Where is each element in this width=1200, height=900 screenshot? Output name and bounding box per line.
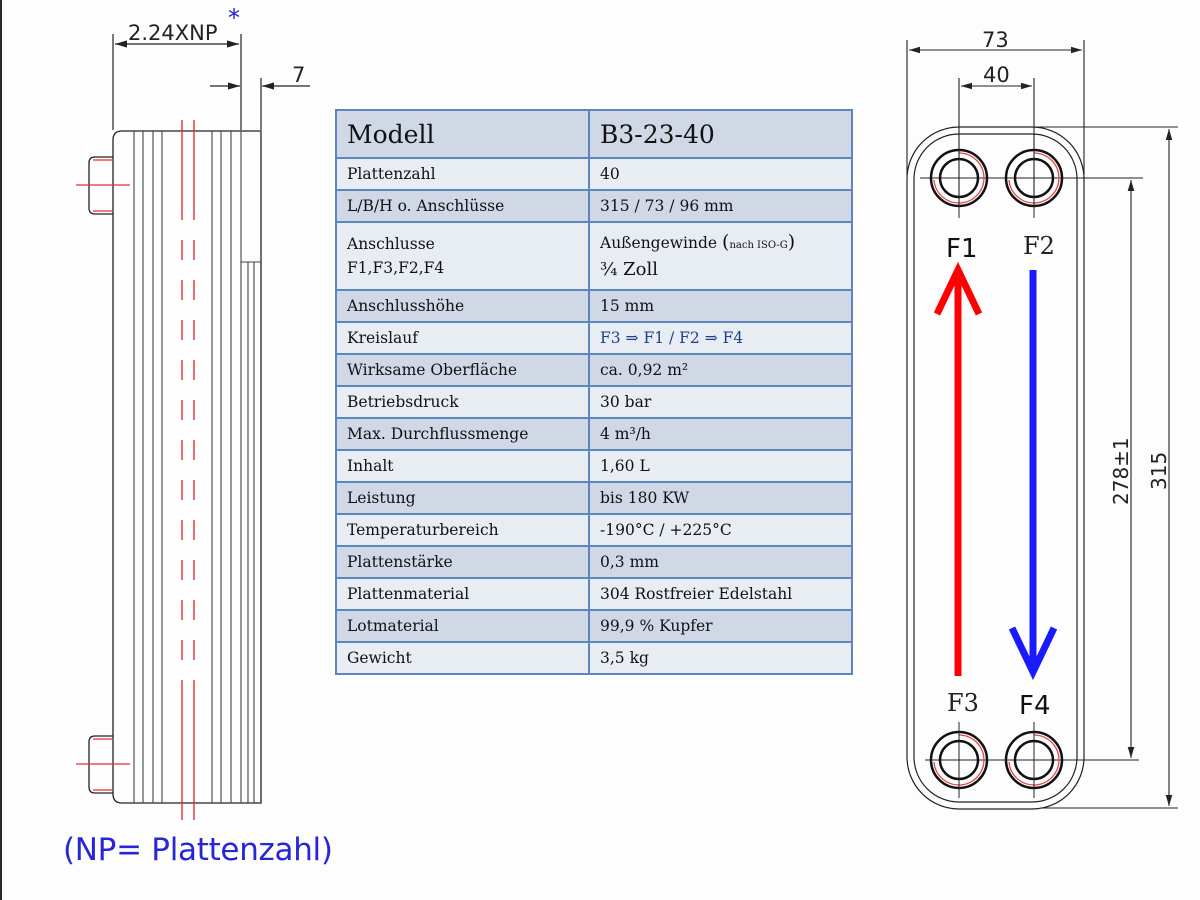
port-label-f1: F1 — [946, 234, 978, 264]
row-key: Max. Durchflussmenge — [335, 417, 590, 451]
row-value: 304 Rostfreier Edelstahl — [588, 577, 853, 611]
port-f2 — [1004, 138, 1064, 218]
row-key: Plattenstärke — [335, 545, 590, 579]
row-value: ca. 0,92 m² — [588, 353, 853, 387]
dim-label-offset: 7 — [292, 63, 305, 87]
row-key: Plattenmaterial — [335, 577, 590, 611]
cold-flow-arrow — [1008, 270, 1058, 681]
row-key: Kreislauf — [335, 321, 590, 355]
dim-label-73: 73 — [982, 28, 1009, 52]
hot-flow-arrow — [933, 261, 983, 676]
port-label-f4: F4 — [1019, 691, 1051, 721]
row-key: L/B/H o. Anschlüsse — [335, 189, 590, 223]
dim-label-40: 40 — [983, 63, 1010, 87]
row-value: -190°C / +225°C — [588, 513, 853, 547]
port-f3 — [929, 722, 989, 798]
row-value: 1,60 L — [588, 449, 853, 483]
port-f1 — [929, 138, 989, 218]
table-row: Anschlusshöhe 15 mm — [335, 289, 853, 323]
row-value: 15 mm — [588, 289, 853, 323]
spec-table: Modell B3-23-40 Plattenzahl 40 L/B/H o. … — [335, 109, 853, 675]
window-edge — [0, 0, 2, 900]
dim-label-278: 278±1 — [1109, 437, 1133, 505]
table-row: Max. Durchflussmenge 4 m³/h — [335, 417, 853, 451]
table-row: Leistung bis 180 KW — [335, 481, 853, 515]
np-footnote: (NP= Plattenzahl) — [63, 832, 333, 868]
dim-label-width: 2.24XNP — [128, 21, 218, 45]
table-header-row: Modell B3-23-40 — [335, 109, 853, 159]
port-label-f3: F3 — [947, 689, 979, 717]
row-key-line2: F1,F3,F2,F4 — [347, 259, 445, 277]
asterisk-mark: * — [228, 4, 240, 32]
row-value-small: nach ISO-G — [729, 240, 788, 251]
row-value-line2: ¾ Zoll — [600, 259, 659, 280]
row-value: bis 180 KW — [588, 481, 853, 515]
plate-lines — [133, 131, 261, 803]
row-value: 0,3 mm — [588, 545, 853, 579]
table-row: Lotmaterial 99,9 % Kupfer — [335, 609, 853, 643]
row-key: Betriebsdruck — [335, 385, 590, 419]
port-label-f2: F2 — [1023, 232, 1055, 260]
row-key-line1: Anschlusse — [347, 235, 435, 253]
connector-top — [76, 156, 130, 215]
row-key: Inhalt — [335, 449, 590, 483]
header-key: Modell — [335, 109, 590, 159]
plate-outer-outline — [906, 126, 1085, 810]
row-key: Gewicht — [335, 641, 590, 675]
row-key: Anschlusshöhe — [335, 289, 590, 323]
table-row: L/B/H o. Anschlüsse 315 / 73 / 96 mm — [335, 189, 853, 223]
exchanger-body-outline — [112, 130, 262, 804]
header-value: B3-23-40 — [588, 109, 853, 159]
row-value: 40 — [588, 157, 853, 191]
centerline-red — [181, 120, 195, 820]
table-row: Gewicht 3,5 kg — [335, 641, 853, 675]
paren-open: ( — [722, 231, 730, 253]
row-value: F3 ⇒ F1 / F2 ⇒ F4 — [588, 321, 853, 355]
side-view-drawing: 2.24XNP * 7 — [76, 4, 310, 820]
port-f4 — [1004, 722, 1064, 798]
table-row: Temperaturbereich -190°C / +225°C — [335, 513, 853, 547]
table-row: Plattenzahl 40 — [335, 157, 853, 191]
table-row: Wirksame Oberfläche ca. 0,92 m² — [335, 353, 853, 387]
row-key: Wirksame Oberfläche — [335, 353, 590, 387]
plate-inner-outline — [913, 133, 1078, 803]
row-value: 30 bar — [588, 385, 853, 419]
row-key: Plattenzahl — [335, 157, 590, 191]
row-value: 99,9 % Kupfer — [588, 609, 853, 643]
row-key: Leistung — [335, 481, 590, 515]
row-value-main: Außengewinde — [600, 234, 723, 252]
table-row: Inhalt 1,60 L — [335, 449, 853, 483]
table-row: Kreislauf F3 ⇒ F1 / F2 ⇒ F4 — [335, 321, 853, 355]
row-key: Temperaturbereich — [335, 513, 590, 547]
row-value: 315 / 73 / 96 mm — [588, 189, 853, 223]
row-value: 3,5 kg — [588, 641, 853, 675]
row-key: Lotmaterial — [335, 609, 590, 643]
table-row: Plattenmaterial 304 Rostfreier Edelstahl — [335, 577, 853, 611]
row-value: Außengewinde (nach ISO-G) ¾ Zoll — [588, 221, 853, 291]
row-value: 4 m³/h — [588, 417, 853, 451]
dim-label-315: 315 — [1147, 452, 1171, 490]
connector-bottom — [76, 735, 130, 794]
table-row: Betriebsdruck 30 bar — [335, 385, 853, 419]
paren-close: ) — [787, 231, 796, 253]
table-row: Plattenstärke 0,3 mm — [335, 545, 853, 579]
